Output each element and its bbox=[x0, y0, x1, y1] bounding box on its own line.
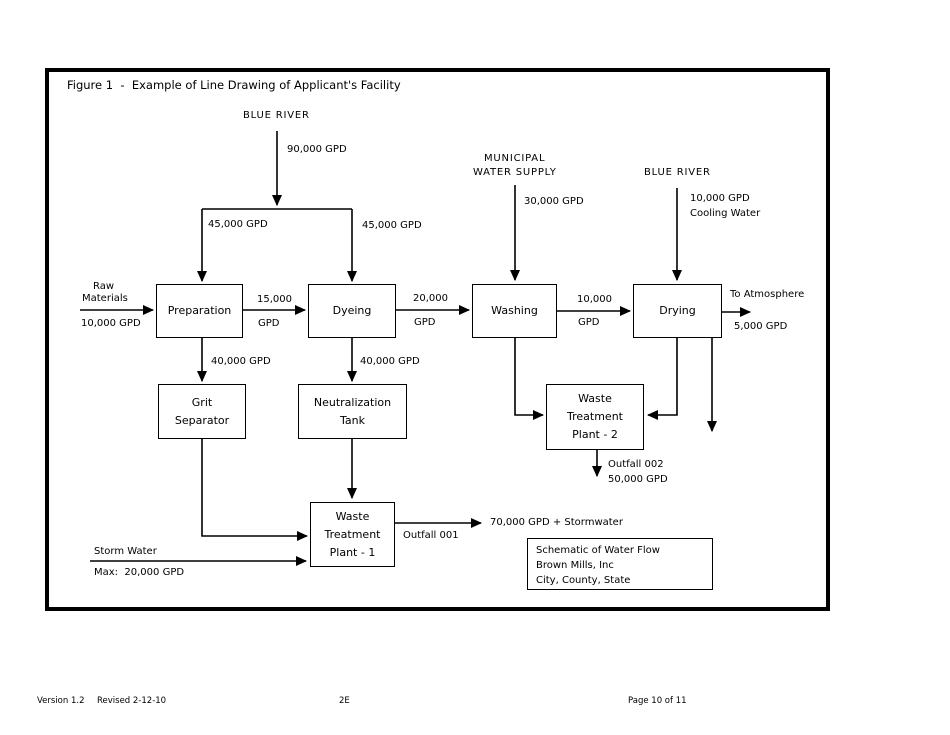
label-storm-water-max: Max: 20,000 GPD bbox=[94, 567, 185, 578]
label-45000-gpd-right: 45,000 GPD bbox=[362, 220, 422, 231]
label-5000-gpd: 5,000 GPD bbox=[734, 321, 788, 332]
legend-line1: Schematic of Water Flow bbox=[536, 545, 660, 556]
box-neutralization-tank-line2: Tank bbox=[340, 413, 365, 427]
label-blue-river-right: BLUE RIVER bbox=[644, 167, 711, 178]
box-waste-treatment-plant-1: Waste Treatment Plant - 1 bbox=[310, 502, 395, 567]
box-wtp1-line3: Plant - 1 bbox=[329, 545, 376, 559]
box-wtp1-line2: Treatment bbox=[324, 527, 381, 541]
box-dyeing: Dyeing bbox=[308, 284, 396, 338]
label-10000-gpd-cooling: 10,000 GPD bbox=[690, 193, 750, 204]
label-40000-gpd-right: 40,000 GPD bbox=[360, 356, 420, 367]
box-drying: Drying bbox=[633, 284, 722, 338]
label-50000-gpd: 50,000 GPD bbox=[608, 474, 668, 485]
footer-version: Version 1.2 bbox=[37, 696, 85, 706]
box-grit-separator: Grit Separator bbox=[158, 384, 246, 439]
box-wtp1-line1: Waste bbox=[335, 509, 370, 523]
box-neutralization-tank: Neutralization Tank bbox=[298, 384, 407, 439]
label-10000-gpd-raw: 10,000 GPD bbox=[81, 318, 141, 329]
label-90000-gpd: 90,000 GPD bbox=[287, 144, 347, 155]
legend-box: Schematic of Water Flow Brown Mills, Inc… bbox=[527, 538, 713, 590]
label-10000-wd-unit: GPD bbox=[578, 317, 600, 328]
label-blue-river-left: BLUE RIVER bbox=[243, 110, 310, 121]
box-washing: Washing bbox=[472, 284, 557, 338]
label-water-supply: WATER SUPPLY bbox=[473, 167, 557, 178]
box-neutralization-tank-line1: Neutralization bbox=[313, 395, 392, 409]
label-materials: Materials bbox=[82, 293, 128, 304]
box-preparation: Preparation bbox=[156, 284, 243, 338]
label-45000-gpd-left: 45,000 GPD bbox=[208, 219, 268, 230]
label-municipal: MUNICIPAL bbox=[484, 153, 546, 164]
box-wtp2-line1: Waste bbox=[578, 392, 612, 405]
label-10000-wd: 10,000 bbox=[577, 294, 612, 305]
footer-page-number: Page 10 of 11 bbox=[628, 696, 687, 706]
figure-border bbox=[45, 68, 830, 611]
footer-revised: Revised 2-12-10 bbox=[97, 696, 167, 706]
label-40000-gpd-left: 40,000 GPD bbox=[211, 356, 271, 367]
label-15000-unit: GPD bbox=[258, 318, 280, 329]
box-washing-label: Washing bbox=[491, 304, 538, 317]
label-raw: Raw bbox=[93, 281, 115, 292]
label-outfall-001: Outfall 001 bbox=[403, 530, 459, 541]
box-grit-separator-line1: Grit bbox=[191, 395, 213, 409]
box-wtp2-line3: Plant - 2 bbox=[572, 428, 618, 441]
label-20000: 20,000 bbox=[413, 293, 448, 304]
legend-line2: Brown Mills, Inc bbox=[536, 560, 614, 571]
figure-title: Figure 1 - Example of Line Drawing of Ap… bbox=[67, 78, 401, 92]
label-20000-unit: GPD bbox=[414, 317, 436, 328]
box-wtp2-line2: Treatment bbox=[567, 410, 623, 423]
box-preparation-label: Preparation bbox=[167, 304, 232, 317]
label-to-atmosphere: To Atmosphere bbox=[730, 289, 805, 300]
label-70000-gpd-stormwater: 70,000 GPD + Stormwater bbox=[490, 517, 623, 528]
label-cooling-water: Cooling Water bbox=[690, 208, 761, 219]
label-outfall-002: Outfall 002 bbox=[608, 459, 664, 470]
label-storm-water: Storm Water bbox=[94, 546, 157, 557]
footer-section-code: 2E bbox=[339, 696, 350, 706]
box-dyeing-label: Dyeing bbox=[332, 304, 372, 317]
label-15000: 15,000 bbox=[257, 294, 292, 305]
box-drying-label: Drying bbox=[659, 304, 696, 317]
label-30000-gpd: 30,000 GPD bbox=[524, 196, 584, 207]
box-waste-treatment-plant-2: Waste Treatment Plant - 2 bbox=[546, 384, 644, 450]
box-grit-separator-line2: Separator bbox=[174, 413, 230, 427]
legend-line3: City, County, State bbox=[536, 575, 631, 586]
